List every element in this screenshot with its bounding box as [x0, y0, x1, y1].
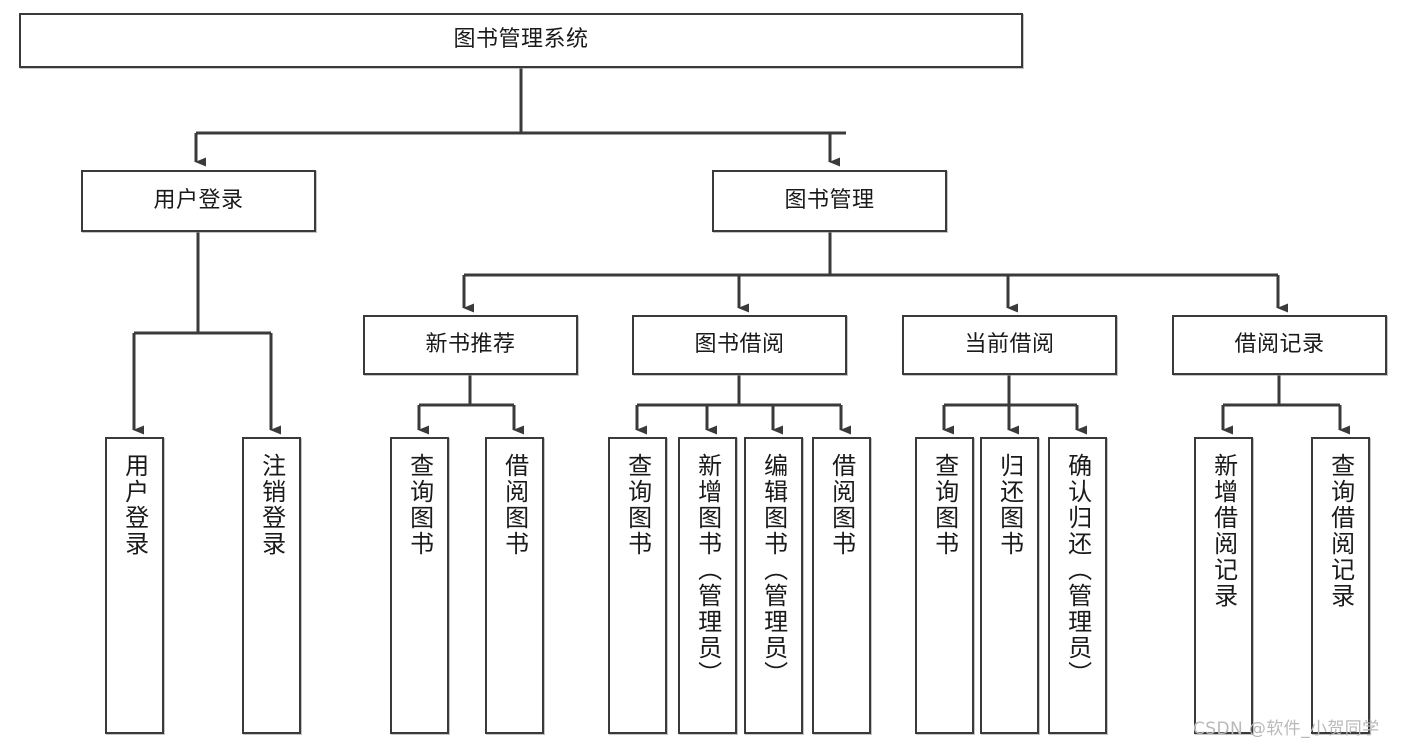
leaf-borrow-book-recommend[interactable]: 借阅图书: [485, 437, 544, 734]
node-label: 查询借阅记录: [1326, 453, 1355, 609]
leaf-borrow-book[interactable]: 借阅图书: [812, 437, 871, 734]
node-label: 查询图书: [930, 453, 959, 557]
node-label: 新书推荐: [425, 331, 516, 357]
leaf-user-login[interactable]: 用户登录: [105, 437, 164, 734]
node-book-borrow[interactable]: 图书借阅: [632, 315, 847, 375]
node-label: 用户登录: [120, 453, 149, 557]
node-label: 新增借阅记录: [1209, 453, 1238, 609]
node-new-book-recommend[interactable]: 新书推荐: [363, 315, 578, 375]
node-borrow-record[interactable]: 借阅记录: [1172, 315, 1387, 375]
leaf-edit-book[interactable]: 编辑图书（管理员）: [744, 437, 803, 734]
node-label: 注销登录: [257, 453, 286, 557]
node-label: 查询图书: [405, 453, 434, 557]
node-label: 编辑图书（管理员）: [759, 453, 788, 687]
node-label: 当前借阅: [964, 331, 1055, 357]
node-book-manage[interactable]: 图书管理: [712, 170, 947, 232]
node-root-system[interactable]: 图书管理系统: [19, 13, 1023, 68]
node-label: 确认归还（管理员）: [1063, 453, 1092, 687]
node-label: 图书管理系统: [453, 27, 589, 53]
leaf-logout-login[interactable]: 注销登录: [242, 437, 301, 734]
watermark: CSDN @软件_小贺同学: [1193, 719, 1380, 739]
node-user-login[interactable]: 用户登录: [81, 170, 316, 232]
node-label: 图书管理: [784, 187, 875, 213]
node-label: 借阅图书: [827, 453, 856, 557]
leaf-confirm-return[interactable]: 确认归还（管理员）: [1048, 437, 1107, 734]
node-label: 借阅图书: [500, 453, 529, 557]
node-label: 用户登录: [153, 187, 244, 213]
node-label: 查询图书: [623, 453, 652, 557]
leaf-query-book-recommend[interactable]: 查询图书: [390, 437, 449, 734]
leaf-add-borrow-record[interactable]: 新增借阅记录: [1194, 437, 1253, 734]
node-label: 归还图书: [995, 453, 1024, 557]
node-label: 借阅记录: [1234, 331, 1325, 357]
node-current-borrow[interactable]: 当前借阅: [902, 315, 1117, 375]
leaf-query-book-borrow[interactable]: 查询图书: [608, 437, 667, 734]
leaf-query-book-current[interactable]: 查询图书: [915, 437, 974, 734]
leaf-add-book[interactable]: 新增图书（管理员）: [678, 437, 737, 734]
leaf-query-borrow-record[interactable]: 查询借阅记录: [1311, 437, 1370, 734]
leaf-return-book[interactable]: 归还图书: [980, 437, 1039, 734]
node-label: 图书借阅: [694, 331, 785, 357]
node-label: 新增图书（管理员）: [693, 453, 722, 687]
